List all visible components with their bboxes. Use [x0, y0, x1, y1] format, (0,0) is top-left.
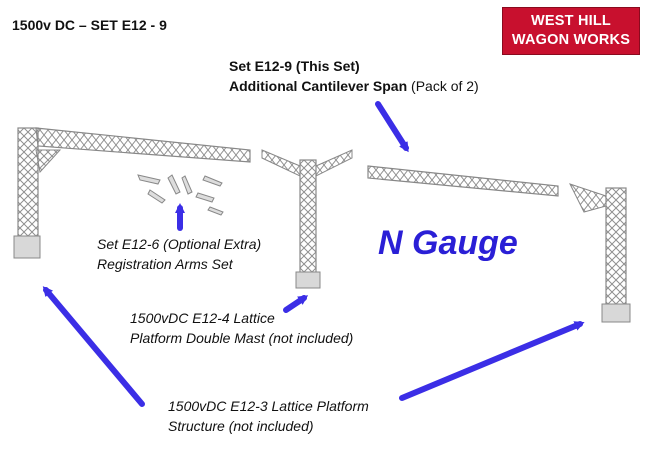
lattice-right-mast [569, 183, 631, 323]
double-mast-line2: Platform Double Mast (not included) [130, 330, 354, 346]
logo-line2: WAGON WORKS [511, 32, 631, 48]
optional-line2: Registration Arms Set [97, 256, 233, 272]
registration-arms [137, 174, 224, 216]
logo-line1: WEST HILL [531, 13, 611, 29]
brand-logo: WEST HILL WAGON WORKS [502, 7, 640, 55]
this-set-title: Set E12-9 (This Set) [229, 58, 360, 74]
structure-line2: Structure (not included) [168, 418, 314, 434]
this-set-description: Additional Cantilever Span (Pack of 2) [229, 78, 479, 94]
gauge-label: N Gauge [378, 224, 518, 262]
lattice-platform-structure [13, 127, 251, 259]
page-title: 1500v DC – SET E12 - 9 [12, 17, 167, 33]
double-mast-label: 1500vDC E12-4 Lattice Platform Double Ma… [130, 308, 353, 348]
this-set-name: Additional Cantilever Span [229, 78, 408, 94]
cantilever-span [367, 165, 559, 197]
arrow-to-mast [283, 295, 309, 313]
arrow-to-left-structure [42, 286, 145, 407]
this-set-pack: (Pack of 2) [407, 78, 479, 94]
optional-set-label: Set E12-6 (Optional Extra) Registration … [97, 234, 261, 274]
double-mast-line1: 1500vDC E12-4 Lattice [130, 310, 275, 326]
structure-label: 1500vDC E12-3 Lattice Platform Structure… [168, 396, 369, 436]
structure-line1: 1500vDC E12-3 Lattice Platform [168, 398, 369, 414]
arrow-to-right-structure [399, 321, 585, 401]
lattice-double-mast [261, 149, 353, 289]
arrow-to-span [375, 101, 409, 153]
optional-line1: Set E12-6 (Optional Extra) [97, 236, 262, 252]
